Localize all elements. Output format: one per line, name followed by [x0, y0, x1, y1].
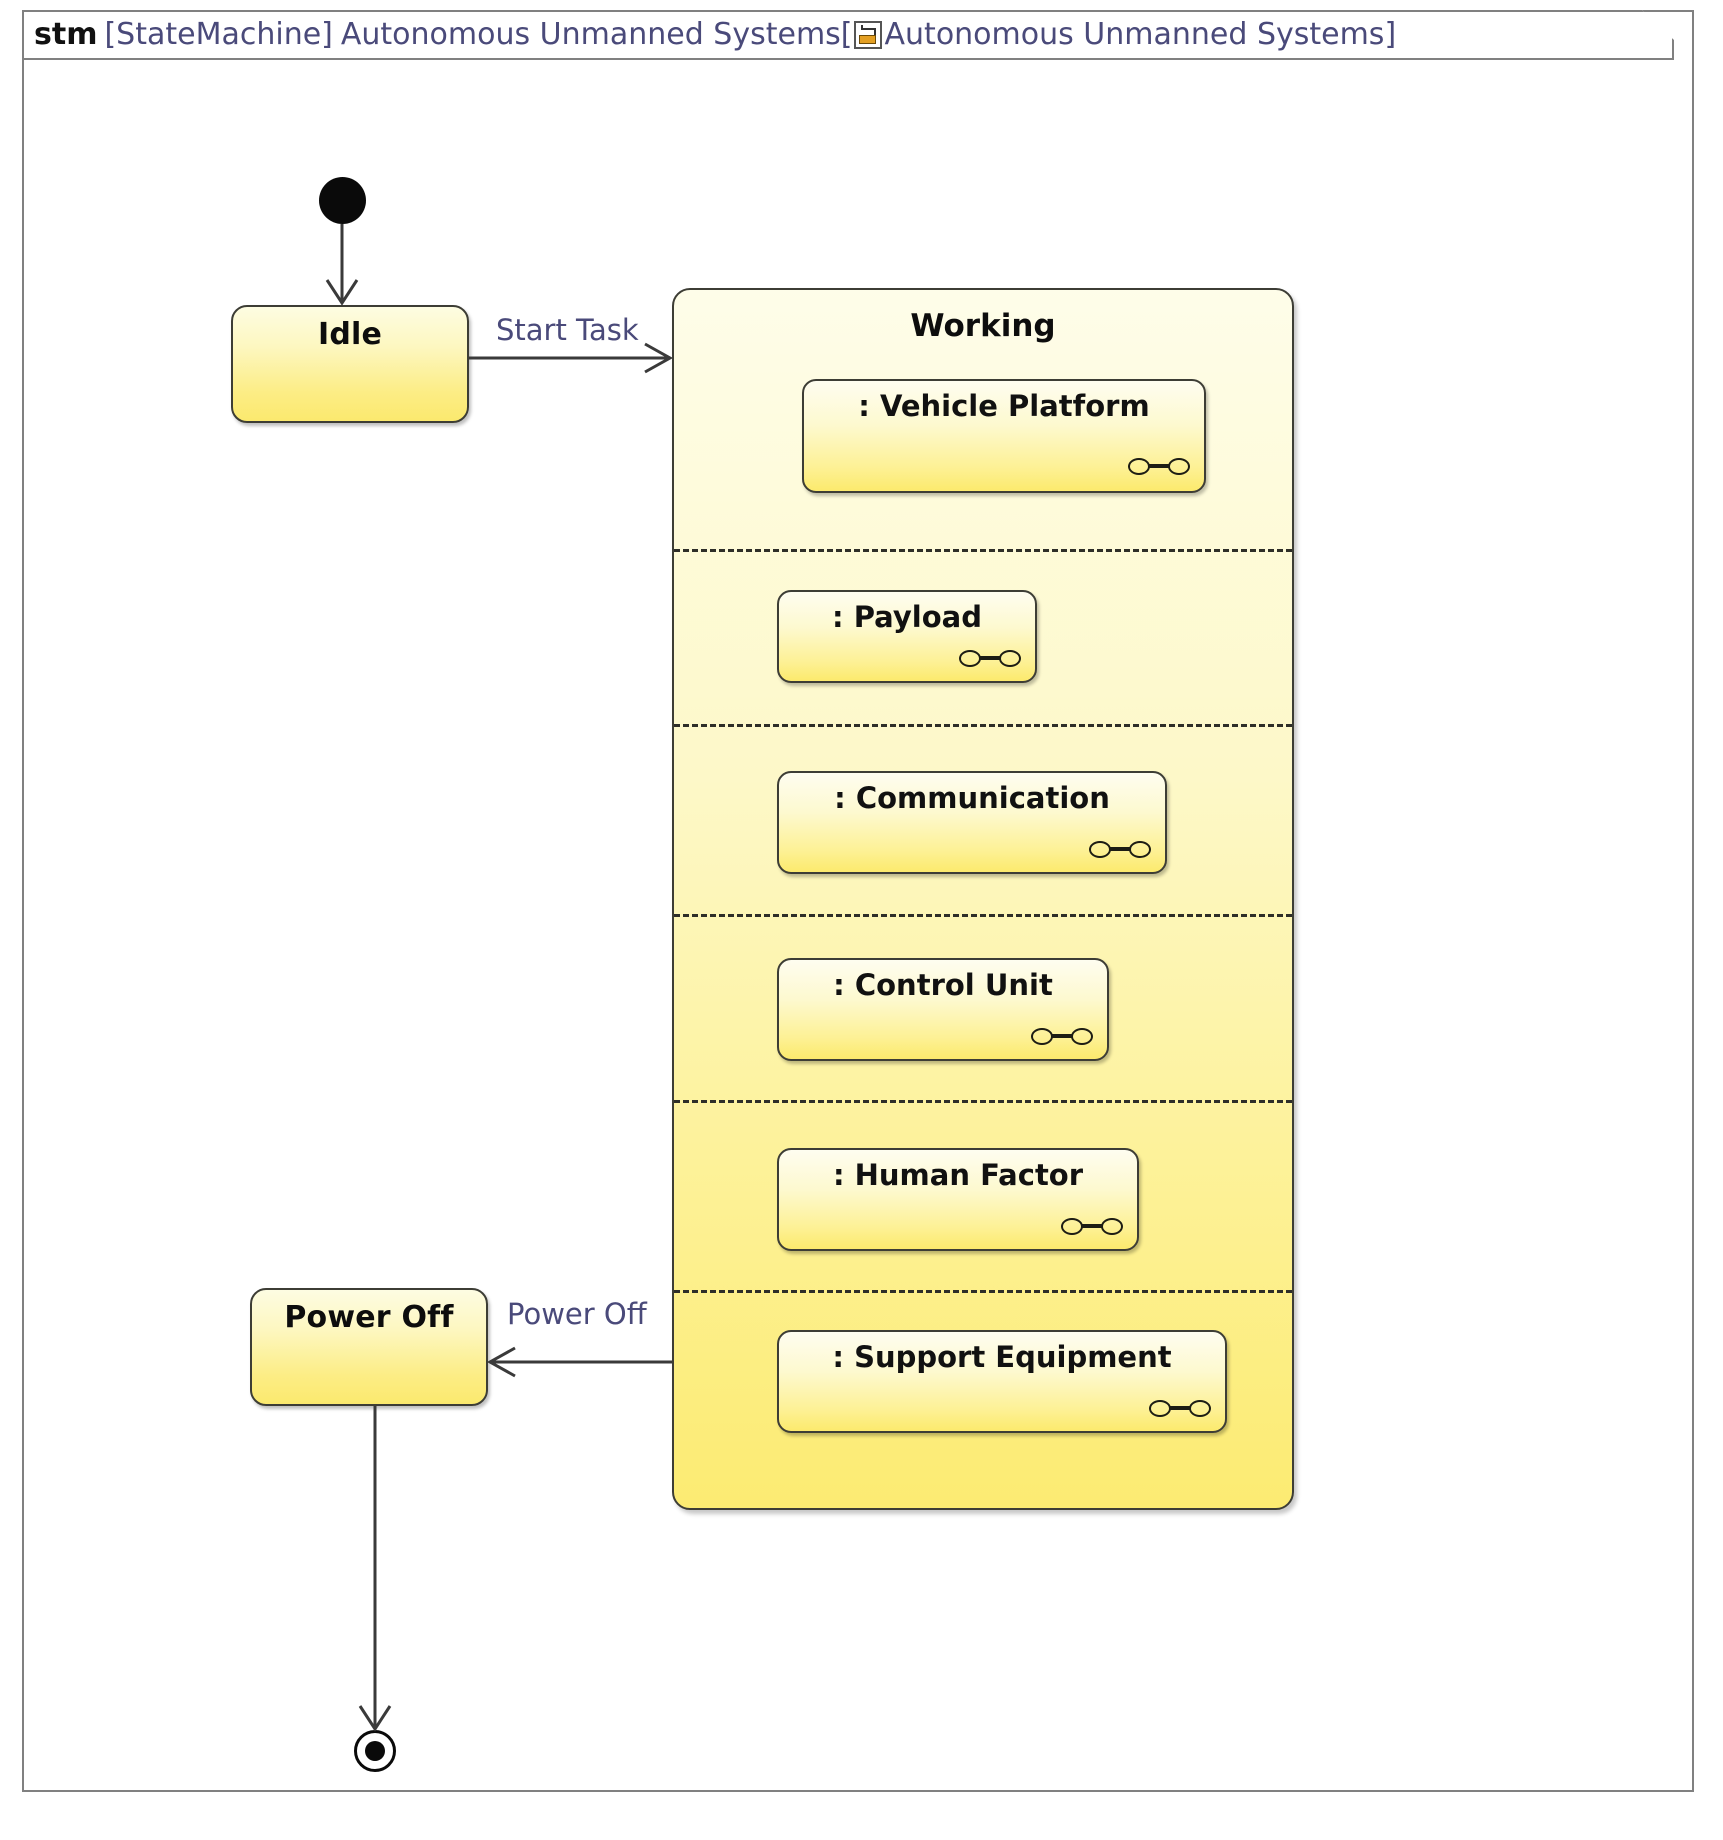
state-machine-icon-arm-horizontal [863, 28, 876, 30]
frame-bracket-close: ] [1384, 17, 1397, 52]
state-power-off[interactable]: Power Off [250, 1288, 488, 1406]
submachine-icon-circle-left [1149, 1400, 1171, 1417]
diagram-frame-header-text: stm [StateMachine] Autonomous Unmanned S… [24, 20, 1396, 50]
submachine-icon [1061, 1216, 1123, 1238]
submachine-icon-connector [1149, 464, 1170, 468]
substate-control-unit-label: : Control Unit [833, 968, 1053, 1002]
substate-payload-label: : Payload [832, 600, 982, 634]
state-machine-icon-arm-vertical [874, 28, 876, 36]
state-working[interactable]: Working : Vehicle Platform : Payload : C… [672, 288, 1294, 1510]
substate-vehicle-platform[interactable]: : Vehicle Platform [802, 379, 1206, 493]
substate-communication-label: : Communication [834, 781, 1110, 815]
frame-stereotype-label: [StateMachine] [104, 17, 333, 52]
substate-payload[interactable]: : Payload [777, 590, 1037, 683]
frame-reference-label: Autonomous Unmanned Systems [884, 17, 1385, 52]
substate-vehicle-platform-label: : Vehicle Platform [858, 389, 1150, 423]
submachine-icon-circle-right [1071, 1028, 1093, 1045]
submachine-icon-circle-right [1168, 458, 1190, 475]
region-divider-2 [674, 724, 1292, 727]
submachine-icon [1128, 456, 1190, 478]
state-power-off-label: Power Off [284, 1300, 454, 1335]
submachine-icon-connector [1082, 1224, 1103, 1228]
submachine-icon-circle-right [1101, 1218, 1123, 1235]
transition-label-power-off: Power Off [503, 1297, 651, 1331]
diagram-frame-header: stm [StateMachine] Autonomous Unmanned S… [22, 10, 1674, 60]
transition-label-start-task: Start Task [492, 313, 643, 347]
submachine-icon-circle-right [1129, 841, 1151, 858]
submachine-icon-circle-left [1089, 841, 1111, 858]
submachine-icon-connector [1170, 1406, 1191, 1410]
final-state[interactable] [354, 1730, 396, 1772]
region-divider-1 [674, 549, 1292, 552]
substate-communication[interactable]: : Communication [777, 771, 1167, 874]
submachine-icon-circle-right [1189, 1400, 1211, 1417]
submachine-icon [959, 648, 1021, 670]
submachine-icon-circle-left [1128, 458, 1150, 475]
substate-control-unit[interactable]: : Control Unit [777, 958, 1109, 1061]
substate-support-equipment[interactable]: : Support Equipment [777, 1330, 1227, 1433]
state-machine-icon [854, 21, 882, 49]
state-idle-label: Idle [317, 317, 383, 352]
region-divider-3 [674, 914, 1292, 917]
frame-name-label: Autonomous Unmanned Systems [340, 17, 841, 52]
region-divider-5 [674, 1290, 1292, 1293]
submachine-icon [1149, 1398, 1211, 1420]
substate-human-factor-label: : Human Factor [832, 1158, 1084, 1192]
substate-human-factor[interactable]: : Human Factor [777, 1148, 1139, 1251]
substate-support-equipment-label: : Support Equipment [832, 1340, 1172, 1374]
submachine-icon [1089, 839, 1151, 861]
submachine-icon-connector [980, 656, 1001, 660]
submachine-icon-circle-left [1031, 1028, 1053, 1045]
state-machine-icon-arm-top [861, 25, 863, 30]
submachine-icon-connector [1110, 847, 1131, 851]
submachine-icon-circle-left [959, 650, 981, 667]
frame-bracket-open: [ [840, 17, 853, 52]
submachine-icon-circle-left [1061, 1218, 1083, 1235]
frame-kind-label: stm [34, 17, 98, 52]
submachine-icon [1031, 1026, 1093, 1048]
state-machine-icon-box [859, 35, 876, 44]
submachine-icon-connector [1052, 1034, 1073, 1038]
initial-pseudostate[interactable] [319, 177, 366, 224]
region-divider-4 [674, 1100, 1292, 1103]
submachine-icon-circle-right [999, 650, 1021, 667]
state-idle[interactable]: Idle [231, 305, 469, 423]
state-working-label: Working [910, 308, 1056, 344]
